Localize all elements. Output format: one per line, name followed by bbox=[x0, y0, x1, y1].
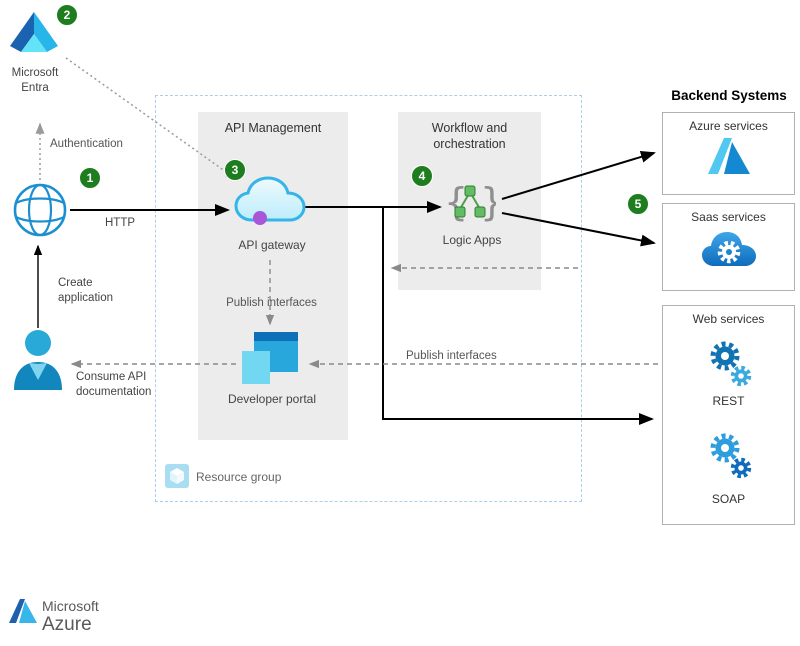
azure-services-box: Azure services bbox=[662, 112, 795, 195]
saas-services-box: Saas services bbox=[662, 203, 795, 291]
api-gateway-icon bbox=[228, 172, 312, 235]
user-person-icon bbox=[12, 328, 64, 397]
step-badge-5: 5 bbox=[627, 193, 649, 215]
http-label: HTTP bbox=[105, 217, 136, 229]
footer-brand: Microsoft Azure bbox=[42, 598, 99, 636]
entra-label: Microsoft Entra bbox=[11, 67, 59, 94]
logic-apps-icon: { } bbox=[444, 178, 504, 233]
footer-brand-azure: Azure bbox=[42, 614, 92, 635]
footer-brand-microsoft: Microsoft bbox=[42, 598, 99, 614]
saas-services-label: Saas services bbox=[691, 210, 766, 224]
workflow-title: Workflow and orchestration bbox=[431, 121, 508, 152]
resource-group-label: Resource group bbox=[196, 470, 282, 484]
microsoft-entra-icon bbox=[8, 10, 60, 63]
azure-services-label: Azure services bbox=[689, 119, 768, 133]
step-badge-1: 1 bbox=[79, 167, 101, 189]
rest-label: REST bbox=[712, 394, 745, 408]
publish-interfaces-label-left: Publish interfaces bbox=[226, 297, 317, 309]
backend-systems-title: Backend Systems bbox=[671, 88, 787, 103]
internet-globe-icon bbox=[12, 182, 68, 243]
resource-group-icon bbox=[164, 463, 190, 494]
developer-portal-icon bbox=[240, 330, 300, 391]
api-management-title: API Management bbox=[224, 121, 322, 135]
authentication-label: Authentication bbox=[50, 138, 123, 150]
publish-interfaces-label-right: Publish interfaces bbox=[406, 350, 497, 362]
web-services-box: Web services bbox=[662, 305, 795, 525]
step-badge-4: 4 bbox=[411, 165, 433, 187]
step-badge-3: 3 bbox=[224, 159, 246, 181]
azure-logo-icon bbox=[706, 134, 752, 183]
azure-footer-logo-icon bbox=[8, 597, 38, 630]
create-application-label: Create application bbox=[58, 277, 113, 304]
consume-api-label: Consume API documentation bbox=[76, 371, 152, 398]
api-gateway-label: API gateway bbox=[238, 238, 306, 252]
saas-cloud-icon bbox=[698, 224, 760, 277]
web-services-label: Web services bbox=[692, 312, 765, 326]
logic-apps-label: Logic Apps bbox=[442, 233, 502, 247]
soap-label: SOAP bbox=[711, 492, 746, 506]
soap-gears-icon bbox=[704, 430, 754, 489]
step-badge-2: 2 bbox=[56, 4, 78, 26]
developer-portal-label: Developer portal bbox=[227, 392, 317, 406]
rest-gears-icon bbox=[704, 338, 754, 397]
